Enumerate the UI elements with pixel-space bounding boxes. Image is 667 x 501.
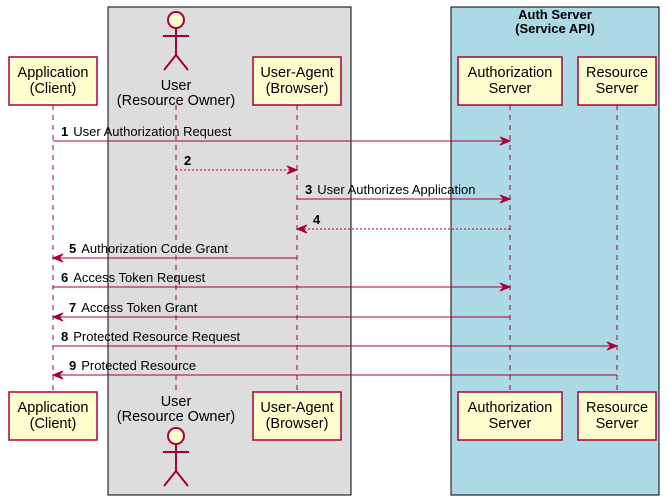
participant-label: User [161,394,192,410]
participant-label: Resource [586,65,648,81]
message-label: 4 [313,212,321,227]
participant-label: (Browser) [266,416,329,432]
participant-label: (Resource Owner) [117,409,235,425]
participant-agent-bottom: User-Agent(Browser) [252,391,342,441]
participant-label: Server [489,416,532,432]
participant-label: Server [596,81,639,97]
box-title: Auth Server [518,7,592,22]
participant-client-bottom: Application(Client) [8,391,98,441]
participant-label: (Resource Owner) [117,93,235,109]
participant-label: Authorization [468,400,553,416]
arrowhead-icon [499,282,512,292]
participant-label: Application [18,65,89,81]
participant-label: User [161,78,192,94]
arrowhead-icon [286,165,299,175]
participant-label: Server [489,81,532,97]
arrowhead-icon [51,253,64,263]
arrowhead-icon [295,224,308,234]
arrowhead-icon [51,370,64,380]
message-4: 4 [295,212,510,234]
arrowhead-icon [499,194,512,204]
participant-label: (Client) [30,416,77,432]
participant-user-bottom: User(Resource Owner) [117,394,235,487]
message-2: 2 [176,153,299,175]
participant-label: Authorization [468,65,553,81]
participant-label: User-Agent [260,400,333,416]
participant-label: Application [18,400,89,416]
arrowhead-icon [606,341,619,351]
participant-user-top: User(Resource Owner) [117,11,235,109]
participant-label: (Client) [30,81,77,97]
box-title: (Service API) [515,21,595,36]
participant-label: (Browser) [266,81,329,97]
arrowhead-icon [51,312,64,322]
message-label: 2 [184,153,191,168]
participant-label: Server [596,416,639,432]
participant-client-top: Application(Client) [8,56,98,106]
participant-agent-top: User-Agent(Browser) [252,56,342,106]
arrowhead-icon [499,136,512,146]
participant-label: User-Agent [260,65,333,81]
participant-label: Resource [586,400,648,416]
